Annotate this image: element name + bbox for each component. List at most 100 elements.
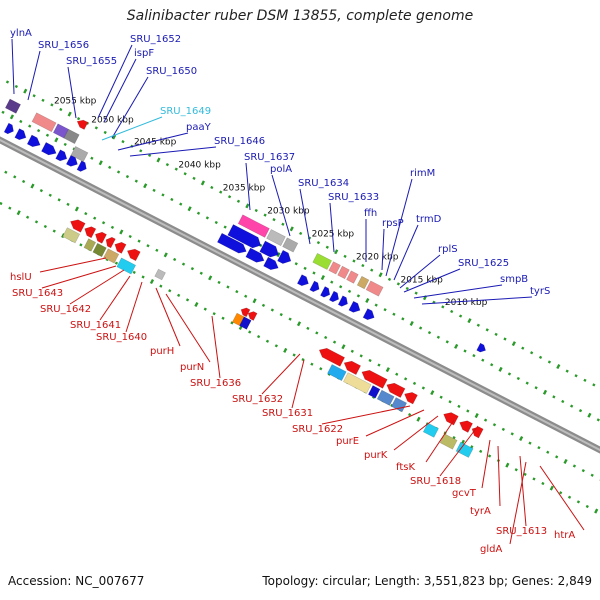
- tick-mark: [236, 199, 241, 203]
- tick-mark: [199, 271, 203, 275]
- tick-mark: [516, 376, 520, 381]
- reverse-gene: [386, 382, 406, 398]
- tick-mark: [270, 308, 274, 312]
- tick-mark: [361, 263, 365, 268]
- tick-mark: [289, 226, 294, 232]
- gene-shape: [455, 441, 474, 458]
- tick-mark: [587, 412, 592, 418]
- tick-mark: [594, 508, 599, 514]
- feature-box: [63, 128, 80, 145]
- leader-line: [39, 257, 107, 273]
- tick-mark: [441, 305, 445, 309]
- tick-mark: [159, 284, 163, 288]
- leader-line: [165, 293, 211, 363]
- gene-shape: [263, 256, 279, 271]
- tick-mark: [404, 377, 408, 381]
- forward-gene: [296, 274, 309, 287]
- gene-shape: [390, 397, 408, 413]
- gene-label: paaY: [186, 122, 212, 133]
- tick-mark: [28, 124, 32, 128]
- leader-line: [155, 287, 181, 347]
- tick-mark: [292, 353, 296, 357]
- tick-mark: [1, 110, 5, 114]
- leader-line: [111, 76, 149, 139]
- leader-line: [261, 353, 301, 395]
- tick-mark: [168, 289, 172, 293]
- gene-label: SRU_1642: [40, 304, 91, 315]
- tick-mark: [552, 395, 556, 399]
- tick-mark: [200, 180, 206, 186]
- tick-mark: [185, 298, 190, 302]
- gene-label: SRU_1656: [38, 40, 89, 51]
- gene-shape: [26, 134, 41, 148]
- tick-mark: [503, 337, 507, 341]
- leader-line: [245, 162, 251, 211]
- tick-mark: [272, 218, 276, 222]
- tick-mark: [116, 170, 121, 174]
- kbp-label: 2020 kbp: [356, 252, 399, 262]
- gene-shape: [105, 236, 116, 249]
- tick-mark: [405, 286, 409, 291]
- tick-mark: [52, 229, 56, 233]
- feature-box: [422, 422, 439, 438]
- feature-box: [365, 280, 384, 297]
- gene-label: SRU_1632: [232, 394, 283, 405]
- gene-label: SRU_1618: [410, 476, 461, 487]
- tick-mark: [174, 167, 178, 171]
- forward-gene: [55, 149, 68, 162]
- tick-mark: [457, 404, 461, 408]
- tick-mark: [481, 358, 485, 362]
- tick-mark: [578, 409, 583, 413]
- feature-box: [328, 261, 341, 275]
- tick-mark: [377, 363, 381, 367]
- leader-line: [103, 58, 137, 123]
- feature-box: [327, 364, 347, 382]
- tick-mark: [276, 252, 281, 258]
- tick-mark: [248, 330, 252, 334]
- tick-mark: [559, 491, 563, 495]
- tick-mark: [325, 245, 329, 249]
- tick-mark: [416, 416, 421, 422]
- gene-label: SRU_1640: [96, 332, 147, 343]
- tick-mark: [143, 183, 148, 189]
- tick-mark: [146, 244, 150, 248]
- tick-mark: [347, 289, 352, 293]
- feature-box: [116, 257, 137, 275]
- forward-gene: [216, 232, 247, 254]
- feature-box: [70, 145, 89, 163]
- tick-mark: [217, 280, 221, 285]
- gene-shape: [92, 242, 107, 258]
- gene-label: SRU_1650: [146, 66, 197, 77]
- tick-mark: [368, 358, 372, 363]
- tick-mark: [139, 149, 143, 153]
- gene-shape: [404, 392, 418, 405]
- tick-mark: [370, 268, 374, 272]
- tick-mark: [330, 280, 334, 284]
- tick-mark: [227, 195, 232, 199]
- gene-label: rimM: [410, 168, 435, 179]
- tick-mark: [54, 137, 59, 143]
- leader-line: [125, 281, 143, 333]
- tick-mark: [8, 206, 12, 210]
- reverse-gene: [70, 219, 86, 233]
- tick-mark: [501, 427, 505, 431]
- feature-box: [92, 242, 107, 258]
- tick-mark: [343, 254, 347, 259]
- feature-box: [83, 238, 97, 252]
- tick-mark: [546, 450, 550, 454]
- tick-mark: [63, 142, 67, 147]
- gene-shape: [103, 248, 120, 264]
- gene-shape: [343, 372, 372, 394]
- tick-mark: [36, 129, 41, 133]
- tick-mark: [161, 193, 165, 197]
- tick-mark: [401, 317, 405, 321]
- tick-mark: [574, 374, 578, 378]
- forward-gene: [362, 308, 375, 321]
- gene-label: SRU_1646: [214, 136, 265, 147]
- tick-mark: [352, 259, 356, 263]
- reverse-gene: [94, 231, 107, 244]
- reverse-gene: [471, 426, 484, 439]
- tick-mark: [32, 94, 36, 98]
- tick-mark: [235, 290, 239, 294]
- tick-mark: [494, 332, 498, 337]
